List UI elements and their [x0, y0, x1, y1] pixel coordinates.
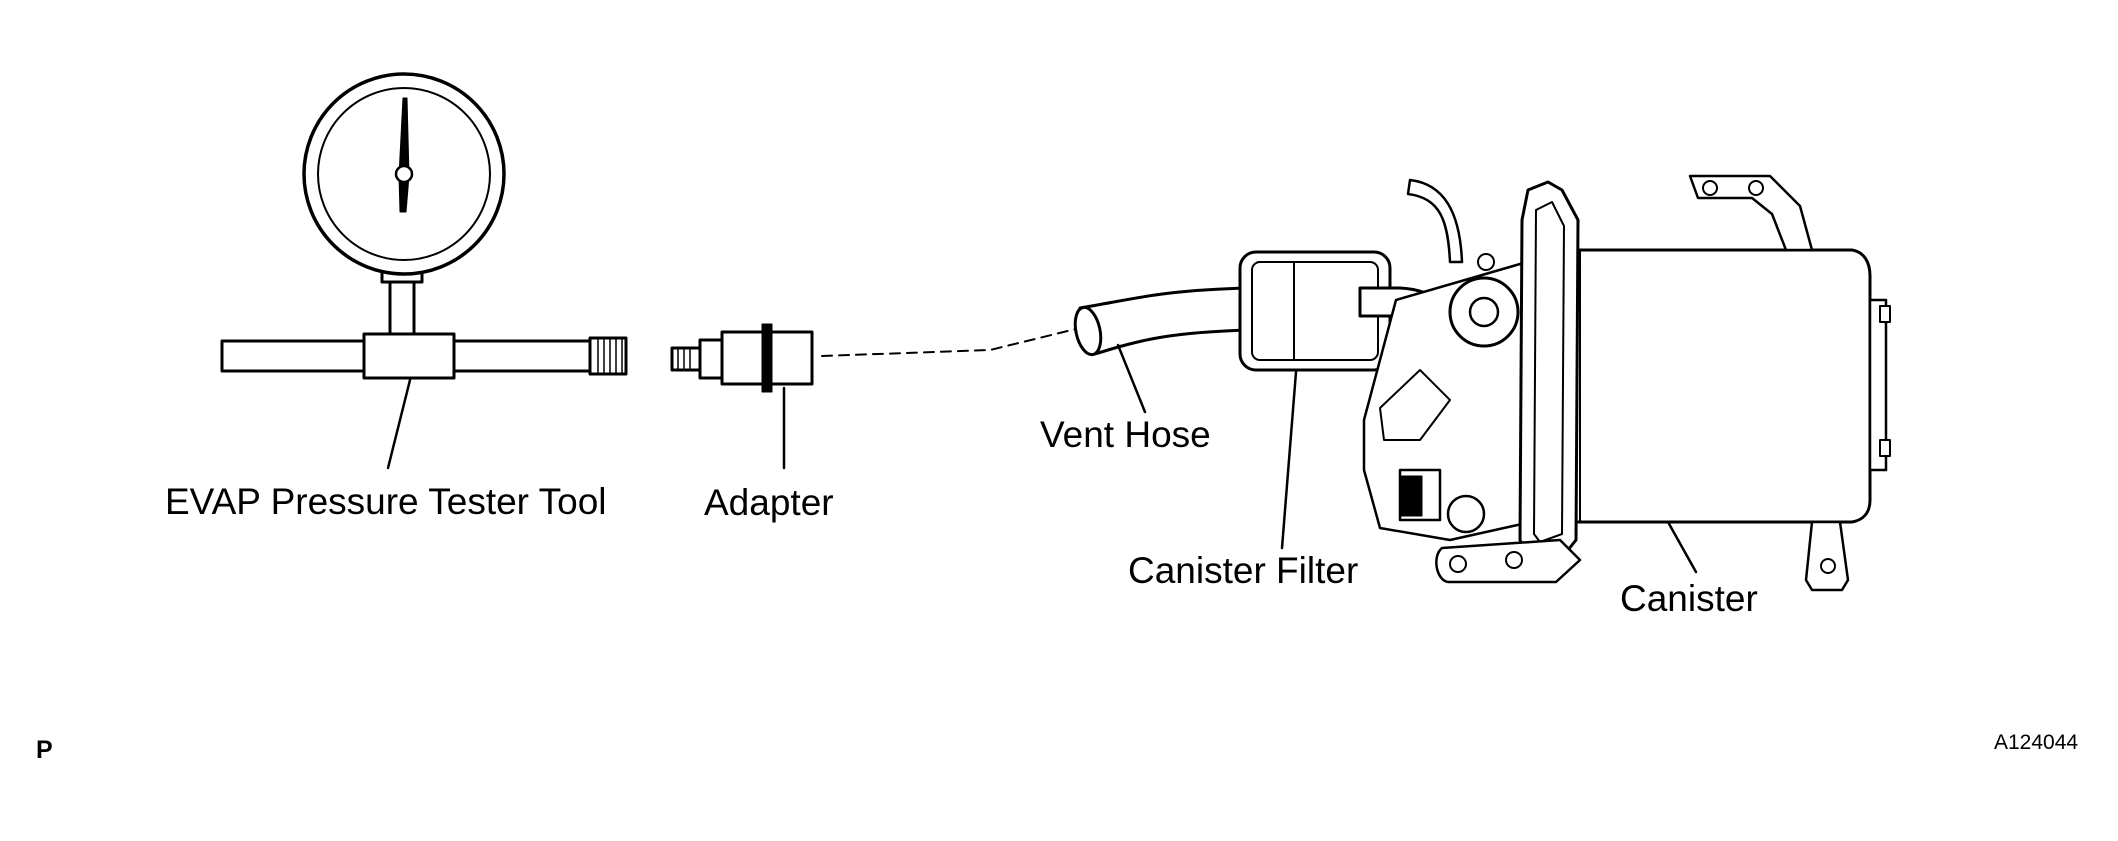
canister-round-port-inner	[1470, 298, 1498, 326]
canister-port-bolt	[1478, 254, 1494, 270]
bottom-left-bracket-hole-1	[1450, 556, 1466, 572]
tester-nut-fitting	[590, 338, 626, 374]
canister-filter-leader	[1282, 372, 1296, 548]
canister-hex-fitting	[1400, 476, 1422, 516]
label-evap-pressure-tester-tool: EVAP Pressure Tester Tool	[165, 481, 607, 522]
top-bracket-hole-2	[1749, 181, 1763, 195]
adapter-barb	[672, 348, 700, 370]
label-canister-filter: Canister Filter	[1128, 550, 1359, 591]
adapter-barb-ridges	[678, 348, 690, 370]
canister-bottom-bump	[1448, 496, 1484, 532]
label-canister: Canister	[1620, 578, 1758, 619]
adapter-neck	[700, 340, 722, 378]
vent-hose-opening	[1071, 305, 1104, 357]
connection-dashed-line	[822, 328, 1080, 356]
nut-knurling	[598, 338, 622, 374]
adapter-part	[672, 324, 812, 468]
bottom-right-bracket-hole	[1821, 559, 1835, 573]
canister-front-flange-inner	[1534, 202, 1564, 542]
tester-tool-leader	[388, 380, 410, 468]
adapter-oring	[762, 324, 772, 392]
canister-leader	[1668, 522, 1696, 572]
vent-hose	[1080, 288, 1252, 354]
page-mark-p: P	[36, 736, 53, 764]
gauge-stem	[390, 276, 414, 336]
vent-hose-leader	[1118, 345, 1145, 412]
label-vent-hose: Vent Hose	[1040, 414, 1211, 455]
canister-body	[1540, 250, 1870, 522]
gauge-pivot	[396, 166, 412, 182]
canister-top-bracket	[1690, 176, 1812, 250]
bottom-left-bracket-hole-2	[1506, 552, 1522, 568]
canister-end-cap	[1870, 300, 1886, 470]
figure-code: A124044	[1994, 731, 2079, 754]
canister-bottom-right-bracket	[1806, 522, 1848, 590]
evap-pressure-tester-tool	[222, 74, 626, 468]
label-adapter: Adapter	[704, 482, 834, 523]
canister-end-tab-top	[1880, 306, 1890, 322]
vent-hose-part	[1071, 288, 1252, 412]
canister-side-bracket	[1380, 370, 1450, 440]
canister-top-pipe	[1408, 180, 1462, 262]
canister-assembly	[1364, 176, 1890, 590]
canister-end-tab-bottom	[1880, 440, 1890, 456]
tee-body	[364, 334, 454, 378]
top-bracket-hole-1	[1703, 181, 1717, 195]
